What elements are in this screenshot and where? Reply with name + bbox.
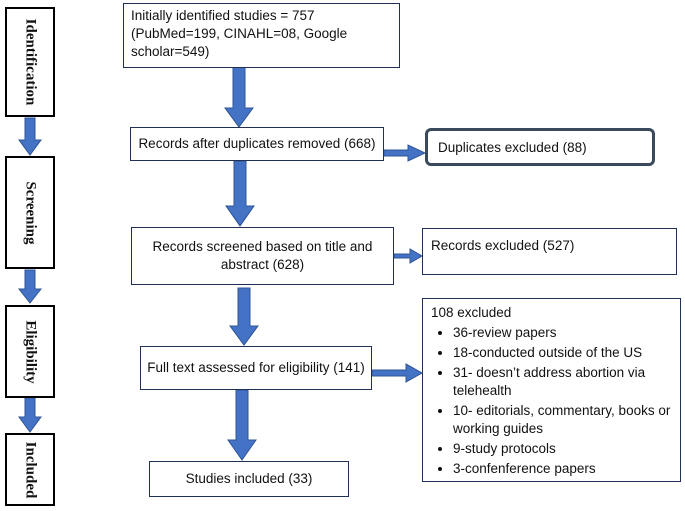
screened-text: Records screened based on title and abst…	[152, 239, 373, 272]
eligibility-exclusions-list: 36-review papers 18-conducted outside of…	[431, 324, 674, 480]
full-text-box: Full text assessed for eligibility (141)	[140, 346, 372, 390]
stage-screening-label: Screening	[22, 180, 39, 245]
stage-identification: Identification	[5, 7, 55, 117]
side-arrow-3	[371, 363, 424, 383]
flow-arrow-2	[225, 160, 255, 227]
stage-included: Included	[5, 433, 55, 506]
screened-box: Records screened based on title and abst…	[131, 227, 394, 285]
exclusion-item: 18-conducted outside of the US	[453, 344, 674, 364]
after-duplicates-text: Records after duplicates removed (668)	[138, 136, 376, 151]
flow-arrow-1	[224, 66, 254, 128]
exclusion-item: 3-confenference papers	[453, 460, 674, 480]
duplicates-excluded-text: Duplicates excluded (88)	[438, 140, 587, 155]
stage-included-label: Included	[22, 441, 39, 498]
exclusion-item: 9-study protocols	[453, 440, 674, 460]
full-text-text: Full text assessed for eligibility (141)	[147, 360, 365, 375]
exclusion-item: 10- editorials, commentary, books or wor…	[453, 402, 674, 440]
eligibility-exclusions-box: 108 excluded 36-review papers 18-conduct…	[422, 298, 681, 482]
after-duplicates-box: Records after duplicates removed (668)	[130, 127, 384, 161]
duplicates-excluded-box: Duplicates excluded (88)	[425, 128, 655, 166]
stage-arrow-3	[18, 397, 42, 433]
flow-arrow-4	[227, 389, 257, 461]
records-excluded-text: Records excluded (527)	[431, 238, 575, 253]
stage-eligibility-label: Eligibility	[22, 319, 39, 384]
records-excluded-box: Records excluded (527)	[422, 228, 677, 275]
studies-included-text: Studies included (33)	[185, 471, 313, 486]
flow-arrow-3	[229, 287, 259, 346]
stage-eligibility: Eligibility	[5, 305, 55, 398]
stage-screening: Screening	[5, 156, 55, 269]
stage-identification-label: Identification	[22, 18, 39, 106]
identified-studies-text: Initially identified studies = 757 (PubM…	[131, 8, 348, 59]
side-arrow-1	[383, 144, 427, 162]
side-arrow-2	[393, 248, 423, 264]
eligibility-exclusions-title: 108 excluded	[431, 305, 512, 320]
studies-included-box: Studies included (33)	[149, 461, 349, 497]
stage-arrow-1	[18, 117, 42, 156]
exclusion-item: 36-review papers	[453, 324, 674, 344]
identified-studies-box: Initially identified studies = 757 (PubM…	[123, 3, 400, 68]
stage-arrow-2	[17, 269, 43, 304]
exclusion-item: 31- doesn’t address abortion via telehea…	[453, 364, 674, 402]
